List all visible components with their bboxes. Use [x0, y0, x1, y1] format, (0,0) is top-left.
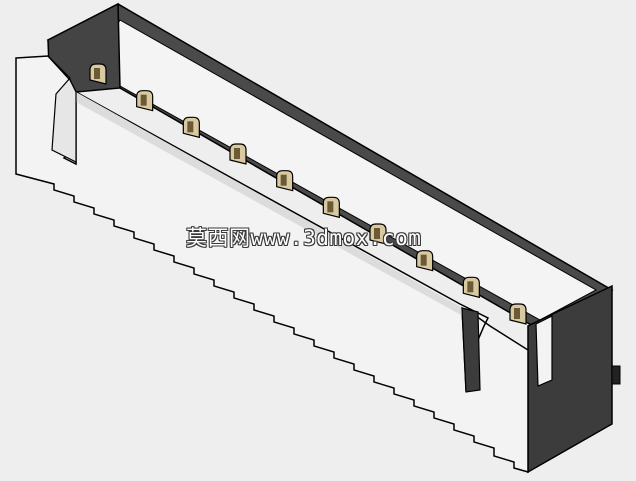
right-latch-slot-inner — [535, 315, 553, 387]
pin-face — [374, 228, 380, 239]
pin — [416, 250, 434, 272]
pin-face — [187, 121, 194, 133]
pin — [369, 223, 387, 245]
pin — [322, 196, 340, 219]
pin-face — [327, 201, 334, 213]
pin — [462, 276, 480, 299]
pin — [89, 63, 107, 85]
pin-face — [514, 308, 520, 319]
pin — [229, 143, 247, 165]
pin-face — [94, 68, 100, 79]
pin-face — [420, 254, 427, 266]
pin-face — [140, 94, 147, 106]
pin — [136, 90, 154, 112]
pin — [182, 116, 200, 139]
left-latch-notch — [47, 55, 77, 163]
pin-face — [467, 281, 474, 293]
side-tab — [611, 365, 621, 385]
pin-group — [89, 63, 527, 325]
front-face-lip-shadow — [76, 92, 470, 320]
pin — [509, 303, 527, 325]
right-latch-slot — [461, 307, 481, 393]
pin-face — [234, 148, 240, 159]
pin-face — [280, 174, 287, 186]
pin — [276, 170, 294, 192]
